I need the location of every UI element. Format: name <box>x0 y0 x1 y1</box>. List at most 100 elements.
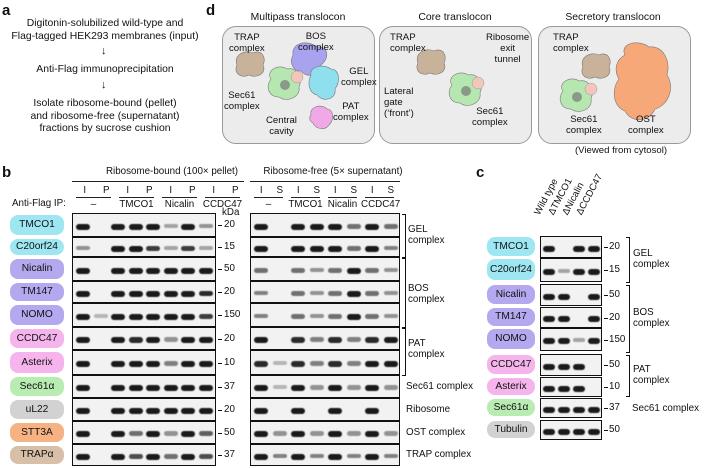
label-text: complex <box>298 42 334 53</box>
band <box>291 313 305 319</box>
band <box>588 316 600 322</box>
band <box>543 338 555 344</box>
lane-label: S <box>350 185 358 196</box>
marker-tick <box>218 386 222 388</box>
protein-label: Asterix <box>487 378 535 395</box>
band <box>163 245 178 250</box>
band <box>309 337 324 342</box>
complex-label: TRAP complex <box>406 449 472 460</box>
band <box>365 290 379 296</box>
marker-tick <box>604 339 608 341</box>
blot-strip-free <box>250 421 400 444</box>
band <box>181 337 195 343</box>
band <box>383 385 398 390</box>
band <box>111 223 125 230</box>
band <box>365 408 379 414</box>
band <box>328 453 342 460</box>
flow-line: and ribosome-free (supernatant) <box>30 110 180 122</box>
band <box>128 267 143 274</box>
complex-label: GEL <box>408 224 428 235</box>
band <box>272 431 287 436</box>
label-text: complex <box>472 117 508 128</box>
secretory-panel <box>538 26 691 144</box>
band <box>128 337 143 343</box>
band <box>128 223 143 230</box>
label-text: TRAP <box>390 32 416 43</box>
band <box>291 431 305 437</box>
ribosome-exit-tunnel-label: Ribosome exit tunnel <box>486 32 529 65</box>
band <box>309 431 324 436</box>
band <box>198 453 213 459</box>
band <box>163 313 178 320</box>
marker-tick <box>604 365 608 366</box>
band <box>163 267 178 274</box>
band <box>383 361 398 367</box>
multipass-panel <box>222 26 375 144</box>
label-text: PAT <box>342 101 360 112</box>
complex-label: GEL <box>633 248 653 259</box>
blot-strip-knockout <box>540 420 602 440</box>
band <box>588 268 600 275</box>
band <box>291 408 305 414</box>
blot-strip-bound <box>72 398 216 421</box>
blot-strip-free <box>250 444 400 466</box>
sec61-label: Sec61 complex <box>224 90 260 112</box>
ribosome-bound-header: Ribosome-bound (100× pellet) <box>105 166 239 177</box>
condition-label: – <box>90 199 97 210</box>
band <box>111 431 125 437</box>
band <box>543 406 555 413</box>
band <box>543 316 555 322</box>
label-text: exit <box>500 43 516 54</box>
band <box>163 385 178 391</box>
band <box>76 361 90 367</box>
core-panel <box>379 26 532 144</box>
marker-kda: 150 <box>224 309 241 320</box>
core-title: Core translocon <box>418 12 492 23</box>
band <box>383 223 398 229</box>
blot-strip-free <box>250 303 400 327</box>
protein-label: NOMO <box>10 305 64 325</box>
band <box>198 223 213 229</box>
marker-kda: 15 <box>224 241 235 252</box>
lane-label: P <box>145 185 153 196</box>
panel-b-label: b <box>2 164 12 181</box>
band <box>163 337 178 342</box>
blot-strip-knockout <box>540 354 602 376</box>
blot-strip-knockout <box>540 398 602 418</box>
band <box>328 337 342 343</box>
band <box>328 361 342 367</box>
band <box>163 223 178 228</box>
multipass-title: Multipass translocon <box>250 12 346 23</box>
protein-label: STT3A <box>10 423 64 442</box>
band <box>254 267 268 273</box>
band <box>146 313 160 320</box>
blot-strip-free <box>250 350 400 375</box>
band <box>543 363 555 370</box>
condition-underline <box>291 197 320 198</box>
band <box>198 408 213 414</box>
band <box>198 361 213 367</box>
marker-tick <box>218 247 222 248</box>
blot-strip-bound <box>72 350 216 375</box>
label-text: complex <box>390 43 426 54</box>
blot-strip-knockout <box>540 236 602 258</box>
condition-label: CCDC47 <box>202 199 243 210</box>
band <box>309 267 324 273</box>
marker-tick <box>218 338 222 340</box>
protein-label: Tubulin <box>487 421 535 438</box>
lane-label: S <box>387 185 395 196</box>
band <box>365 385 379 391</box>
blot-strip-bound <box>72 213 216 237</box>
lane-label: I <box>126 185 130 196</box>
band <box>198 431 213 437</box>
condition-label: TMCO1 <box>288 199 323 210</box>
marker-tick <box>218 362 222 364</box>
blot-strip-knockout <box>540 307 602 328</box>
blot-strip-bound <box>72 257 216 281</box>
marker-kda: 50 <box>609 424 620 435</box>
marker-kda: 37 <box>224 449 235 460</box>
blot-strip-free <box>250 213 400 237</box>
flow-line: Flag-tagged HEK293 membranes (input) <box>11 30 199 42</box>
band <box>254 361 268 367</box>
band <box>254 290 268 296</box>
